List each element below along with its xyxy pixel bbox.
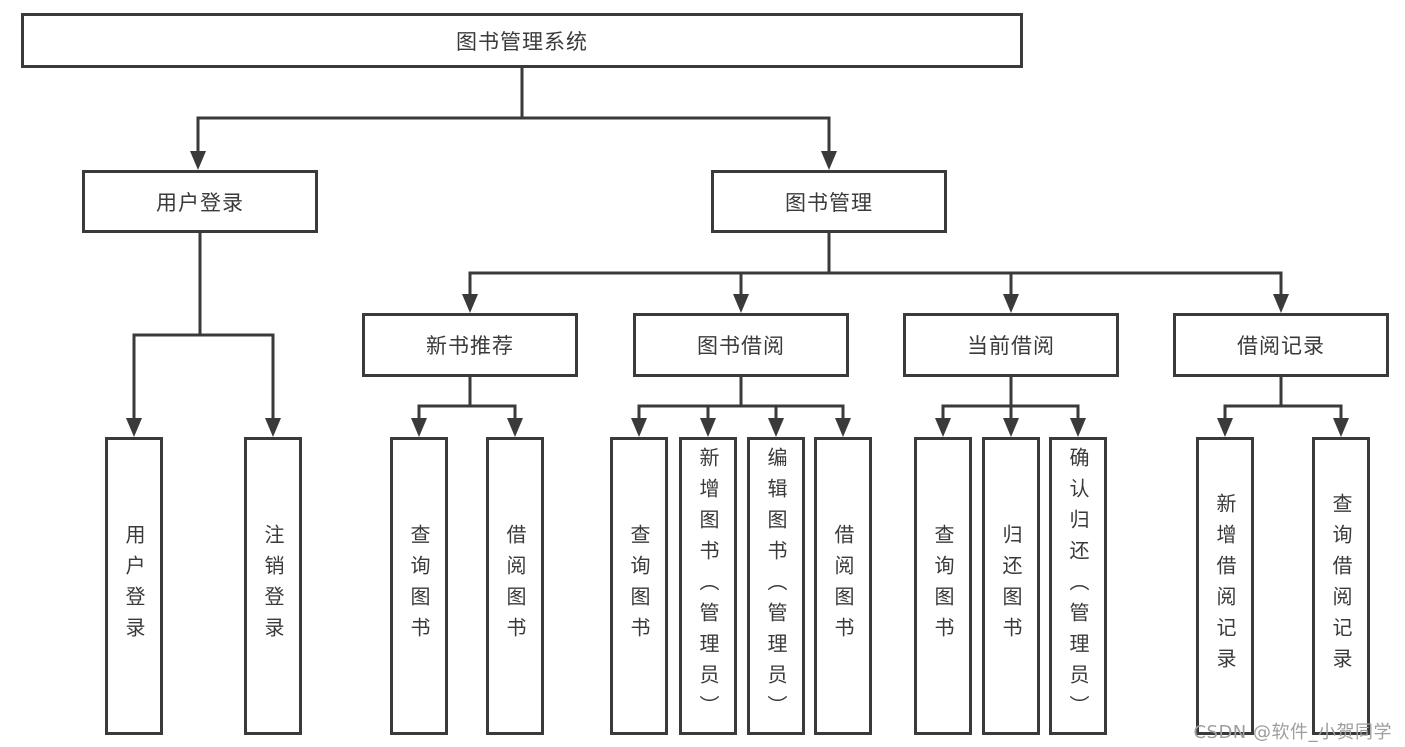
node-library-management-system: 图书管理系统 xyxy=(21,13,1023,68)
leaf-query-books-current: 查询图书 xyxy=(914,437,972,735)
leaf-confirm-return-admin-label: 确认归还（管理员） xyxy=(1066,446,1090,726)
node-new-book-recommendation: 新书推荐 xyxy=(362,313,578,377)
node-book-borrowing: 图书借阅 xyxy=(633,313,849,377)
leaf-edit-book-admin-label: 编辑图书（管理员） xyxy=(764,446,788,726)
leaf-query-borrow-record-label: 查询借阅记录 xyxy=(1329,493,1353,679)
node-user-login-branch: 用户登录 xyxy=(82,170,318,233)
leaf-confirm-return-admin: 确认归还（管理员） xyxy=(1049,437,1107,735)
leaf-query-books-borrowing: 查询图书 xyxy=(610,437,668,735)
node-borrowing-records: 借阅记录 xyxy=(1173,313,1389,377)
leaf-borrow-books-recommend-label: 借阅图书 xyxy=(503,524,527,648)
leaf-return-book-label: 归还图书 xyxy=(999,524,1023,648)
leaf-query-books-recommend-label: 查询图书 xyxy=(407,524,431,648)
leaf-add-book-admin: 新增图书（管理员） xyxy=(679,437,737,735)
leaf-user-login-label: 用户登录 xyxy=(122,524,146,648)
leaf-query-borrow-record: 查询借阅记录 xyxy=(1312,437,1370,735)
leaf-return-book: 归还图书 xyxy=(982,437,1040,735)
leaf-logout-label: 注销登录 xyxy=(261,524,285,648)
leaf-add-borrow-record-label: 新增借阅记录 xyxy=(1213,493,1237,679)
node-book-management: 图书管理 xyxy=(711,170,947,233)
leaf-logout: 注销登录 xyxy=(244,437,302,735)
leaf-edit-book-admin: 编辑图书（管理员） xyxy=(747,437,805,735)
leaf-query-books-recommend: 查询图书 xyxy=(390,437,448,735)
leaf-borrow-books-recommend: 借阅图书 xyxy=(486,437,544,735)
leaf-query-books-current-label: 查询图书 xyxy=(931,524,955,648)
leaf-add-book-admin-label: 新增图书（管理员） xyxy=(696,446,720,726)
leaf-borrow-books-borrowing-label: 借阅图书 xyxy=(831,524,855,648)
watermark: CSDN @软件_小贺同学 xyxy=(1193,722,1392,743)
leaf-user-login: 用户登录 xyxy=(105,437,163,735)
leaf-query-books-borrowing-label: 查询图书 xyxy=(627,524,651,648)
leaf-add-borrow-record: 新增借阅记录 xyxy=(1196,437,1254,735)
leaf-borrow-books-borrowing: 借阅图书 xyxy=(814,437,872,735)
node-current-borrowing: 当前借阅 xyxy=(903,313,1119,377)
